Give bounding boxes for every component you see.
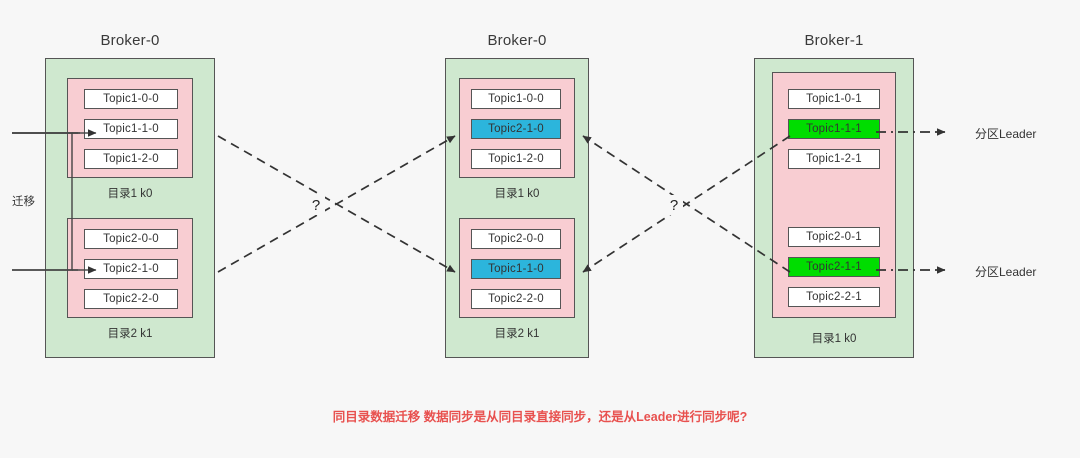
partition-box[interactable]: Topic2-0-0 [471,229,561,249]
broker-middle-dir1: Topic1-0-0 Topic2-1-0 Topic1-2-0 [459,78,575,178]
broker-left-dir1: Topic1-0-0 Topic1-1-0 Topic1-2-0 [67,78,193,178]
partition-box[interactable]: Topic1-1-0 [84,119,178,139]
question-mark-left: ? [307,195,325,215]
broker-right-dir1-label: 目录1 k0 [811,333,857,345]
migrate-label: 迁移 [10,193,37,209]
broker-middle-dir2: Topic2-0-0 Topic1-1-0 Topic2-2-0 [459,218,575,318]
broker-left-dir2: Topic2-0-0 Topic2-1-0 Topic2-2-0 [67,218,193,318]
partition-box[interactable]: Topic1-0-0 [84,89,178,109]
broker-right-title: Broker-1 [804,32,864,49]
broker-middle-dir2-label: 目录2 k1 [494,328,540,340]
partition-box-highlighted[interactable]: Topic2-1-0 [471,119,561,139]
partition-box[interactable]: Topic2-0-0 [84,229,178,249]
partition-box[interactable]: Topic2-0-1 [788,227,880,247]
partition-box[interactable]: Topic1-2-1 [788,149,880,169]
question-mark-right: ? [665,195,683,215]
partition-box-highlighted[interactable]: Topic2-1-1 [788,257,880,277]
leader-label-top: 分区Leader [975,127,1037,141]
broker-middle: Broker-0 Topic1-0-0 Topic2-1-0 Topic1-2-… [445,32,589,358]
partition-box[interactable]: Topic2-2-0 [84,289,178,309]
broker-middle-title: Broker-0 [487,32,547,49]
broker-right: Broker-1 Topic1-0-1 Topic1-1-1 Topic1-2-… [754,32,914,358]
broker-left: Broker-0 Topic1-0-0 Topic1-1-0 Topic1-2-… [45,32,215,358]
broker-left-dir1-label: 目录1 k0 [107,188,153,200]
leader-label-bottom: 分区Leader [975,265,1037,279]
broker-middle-dir1-label: 目录1 k0 [494,188,540,200]
partition-box[interactable]: Topic2-2-1 [788,287,880,307]
partition-box[interactable]: Topic1-0-1 [788,89,880,109]
partition-box[interactable]: Topic1-2-0 [471,149,561,169]
partition-box[interactable]: Topic1-2-0 [84,149,178,169]
broker-left-title: Broker-0 [100,32,160,49]
partition-box[interactable]: Topic2-1-0 [84,259,178,279]
partition-box-highlighted[interactable]: Topic1-1-1 [788,119,880,139]
partition-box[interactable]: Topic1-0-0 [471,89,561,109]
migration-arrows-left [217,135,456,273]
broker-left-dir2-label: 目录2 k1 [107,328,153,340]
broker-right-dir1: Topic1-0-1 Topic1-1-1 Topic1-2-1 Topic2-… [772,72,896,318]
partition-box-highlighted[interactable]: Topic1-1-0 [471,259,561,279]
partition-box[interactable]: Topic2-2-0 [471,289,561,309]
diagram-caption: 同目录数据迁移 数据同步是从同目录直接同步，还是从Leader进行同步呢? [332,410,748,424]
